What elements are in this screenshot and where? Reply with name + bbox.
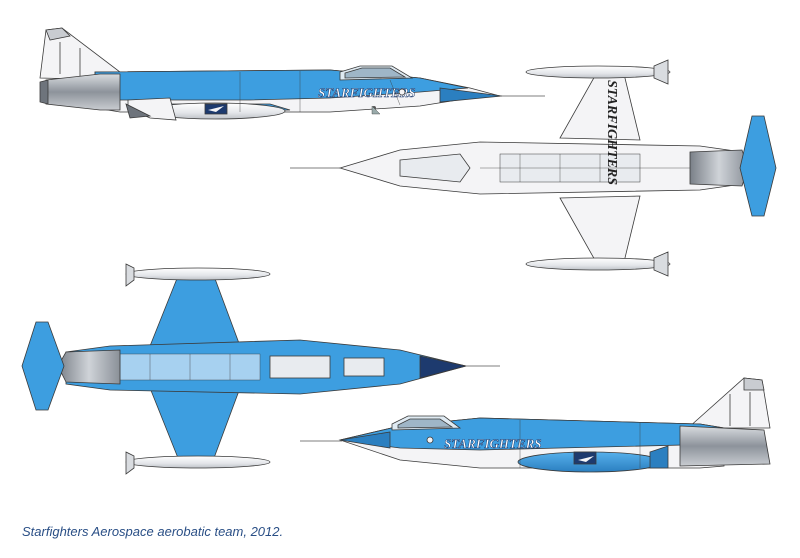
aircraft-bottom-view	[21, 263, 500, 475]
bottom-view-exhaust	[57, 349, 121, 385]
aircraft-left-profile: STARFIGHTERS	[39, 27, 545, 121]
bottom-view-tip-tank-lower	[125, 455, 271, 469]
aircraft-right-profile: STARFIGHTERS	[300, 377, 771, 473]
bottom-view-upper-wing	[149, 275, 241, 347]
top-view-lower-wing	[559, 195, 641, 263]
figure-caption: Starfighters Aerospace aerobatic team, 2…	[22, 524, 284, 539]
top-view-tip-tank-upper	[525, 65, 671, 79]
top-view-marking-text: STARFIGHTERS	[604, 80, 619, 185]
bottom-view-tailplane	[21, 321, 65, 411]
top-view-exhaust	[689, 149, 749, 187]
bottom-view-lower-wing	[149, 387, 241, 459]
left-profile-marking-text: STARFIGHTERS	[318, 85, 416, 100]
left-profile-exhaust	[45, 73, 121, 111]
top-view-upper-wing	[559, 73, 641, 141]
right-profile-exhaust	[679, 425, 771, 467]
top-view-tip-tank-lower	[525, 257, 671, 271]
right-profile-marking-text: STARFIGHTERS	[444, 436, 542, 451]
top-view-tailplane	[739, 115, 777, 217]
bottom-view-tip-tank-upper	[125, 267, 271, 281]
aircraft-top-view: STARFIGHTERS	[290, 59, 777, 277]
